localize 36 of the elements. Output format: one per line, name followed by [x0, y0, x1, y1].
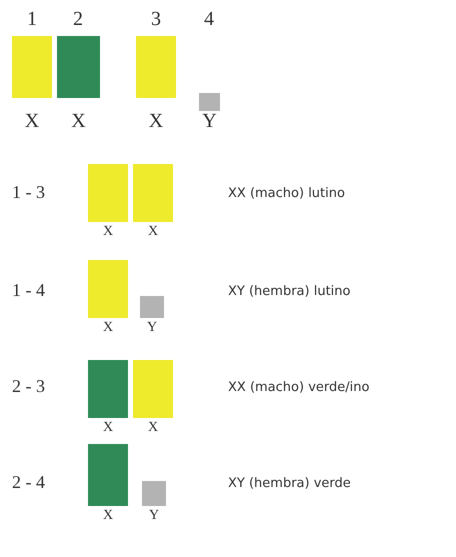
chromosome-number: 1: [26, 8, 38, 31]
chromosome-number: 3: [150, 8, 162, 31]
chromosome-letter: Y: [146, 320, 158, 336]
chromosome-bar: [136, 36, 176, 98]
chromosome-bar: [88, 164, 128, 222]
chromosome-bar: [133, 360, 173, 418]
chromosome-bar: [133, 164, 173, 222]
chromosome-bar: [57, 36, 100, 98]
chromosome-letter: X: [146, 224, 160, 240]
chromosome-bar: [88, 444, 128, 506]
chromosome-letter: X: [102, 320, 114, 336]
chromosome-letter: X: [102, 224, 114, 240]
chromosome-number: 2: [72, 8, 84, 31]
cross-label: 1 - 4: [12, 280, 45, 301]
chromosome-bar: [88, 260, 128, 318]
result-text: XX (macho) verde/ino: [228, 380, 370, 395]
cross-label: 2 - 3: [12, 376, 45, 397]
chromosome-letter: X: [146, 420, 160, 436]
chromosome-letter: X: [24, 110, 40, 133]
chromosome-bar: [142, 481, 166, 506]
cross-label: 2 - 4: [12, 472, 45, 493]
cross-label: 1 - 3: [12, 182, 45, 203]
chromosome-letter: X: [102, 508, 114, 524]
chromosome-bar: [140, 296, 164, 318]
chromosome-bar: [12, 36, 52, 98]
chromosome-letter: Y: [148, 508, 160, 524]
result-text: XX (macho) lutino: [228, 186, 345, 201]
chromosome-number: 4: [203, 8, 215, 31]
result-text: XY (hembra) lutino: [228, 284, 350, 299]
chromosome-bar: [88, 360, 128, 418]
chromosome-letter: X: [148, 110, 164, 133]
chromosome-letter: X: [102, 420, 114, 436]
chromosome-letter: Y: [201, 110, 218, 133]
chromosome-bar: [199, 93, 220, 111]
result-text: XY (hembra) verde: [228, 476, 351, 491]
chromosome-letter: X: [70, 110, 87, 133]
